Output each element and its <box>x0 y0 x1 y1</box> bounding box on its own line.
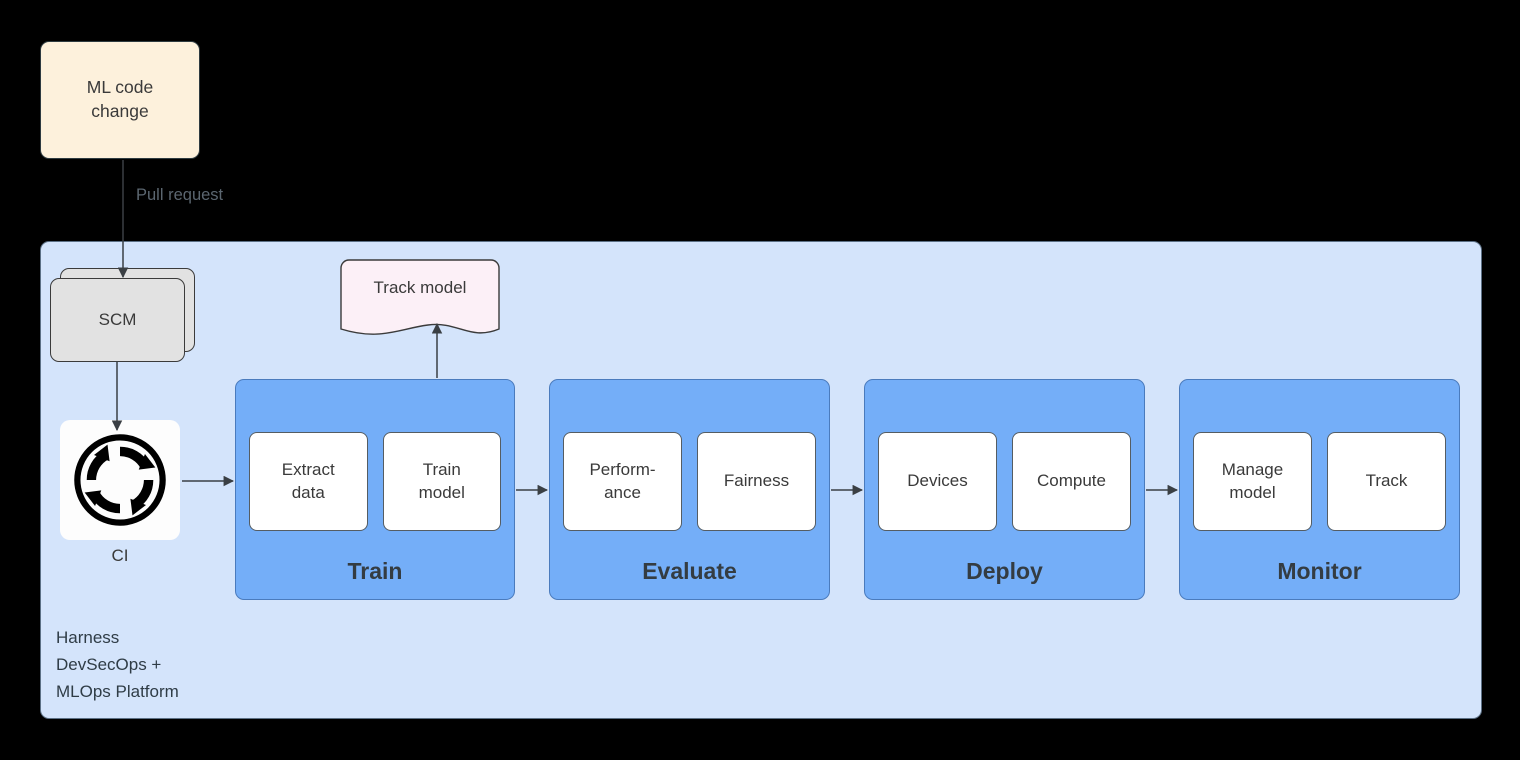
substage-extract-data[interactable]: Extract data <box>249 432 368 531</box>
track-model-label: Track model <box>373 278 467 297</box>
substage-performance[interactable]: Perform- ance <box>563 432 682 531</box>
substage-track[interactable]: Track <box>1327 432 1446 531</box>
scm-label: SCM <box>98 310 137 329</box>
stage-monitor-substages: Manage model Track <box>1193 432 1446 531</box>
substage-devices[interactable]: Devices <box>878 432 997 531</box>
stage-deploy-substages: Devices Compute <box>878 432 1131 531</box>
edge-label-pull-request: Pull request <box>136 186 224 204</box>
substage-compute[interactable]: Compute <box>1012 432 1131 531</box>
stage-train[interactable]: Extract data Train model Train <box>235 379 515 600</box>
stage-evaluate[interactable]: Perform- ance Fairness Evaluate <box>549 379 830 600</box>
stage-monitor-title: Monitor <box>1277 558 1362 584</box>
track-model-note-shape <box>340 259 500 335</box>
stage-evaluate-substages: Perform- ance Fairness <box>563 432 816 531</box>
platform-caption: Harness DevSecOps + MLOps Platform <box>56 628 179 701</box>
ml-code-change-label: ML code change <box>86 77 154 121</box>
substage-fairness[interactable]: Fairness <box>697 432 816 531</box>
stage-deploy[interactable]: Devices Compute Deploy <box>864 379 1145 600</box>
scm-sheet-front: SCM <box>50 278 185 362</box>
node-scm[interactable]: SCM <box>50 268 195 362</box>
node-ci[interactable] <box>60 420 180 540</box>
stage-deploy-title: Deploy <box>966 558 1043 584</box>
stage-train-substages: Extract data Train model <box>249 432 501 531</box>
ci-label: CI <box>111 546 129 565</box>
stage-monitor[interactable]: Manage model Track Monitor <box>1179 379 1460 600</box>
stage-evaluate-title: Evaluate <box>642 558 737 584</box>
stage-train-title: Train <box>347 558 403 584</box>
node-track-model[interactable]: Track model <box>340 259 500 338</box>
node-ml-code-change[interactable]: ML code change <box>40 41 200 159</box>
ci-recycle-loop-icon <box>74 434 166 526</box>
substage-train-model[interactable]: Train model <box>382 432 501 531</box>
ci-icon-plate <box>60 420 180 540</box>
substage-manage-model[interactable]: Manage model <box>1193 432 1312 531</box>
